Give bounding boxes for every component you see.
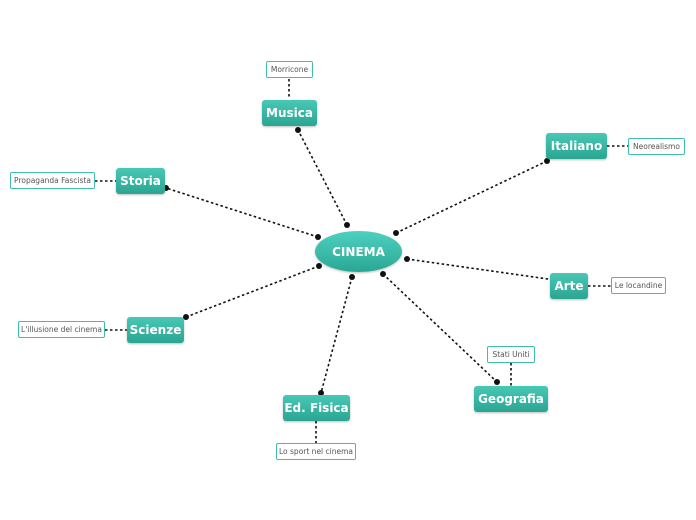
subtopic-le-locandine[interactable]: Le locandine [611,277,666,294]
link-geografia [382,273,498,383]
dot [349,274,355,280]
dot [315,234,321,240]
central-topic-cinema[interactable]: CINEMA [315,231,402,272]
topic-ed-fisica[interactable]: Ed. Fisica [283,395,350,421]
topic-geografia[interactable]: Geografia [474,386,548,412]
dot [344,222,350,228]
link-storia [165,187,319,238]
topic-storia[interactable]: Storia [116,168,165,194]
dot [380,271,386,277]
link-scienze [185,265,320,318]
subtopic-lo-sport-nel-cinema[interactable]: Lo sport nel cinema [276,443,356,460]
dot [494,379,500,385]
dot [393,230,399,236]
subtopic-neorealismo[interactable]: Neorealismo [628,138,685,155]
link-musica [297,129,348,226]
topic-scienze[interactable]: Scienze [127,317,184,343]
link-edfisica [320,276,353,394]
topic-musica[interactable]: Musica [262,100,317,126]
dot [318,390,324,396]
subtopic-propaganda-fascista[interactable]: Propaganda Fascista [10,172,95,189]
topic-arte[interactable]: Arte [550,273,588,299]
link-italiano [395,160,548,234]
link-arte [406,258,556,281]
dot [544,158,550,164]
dot [316,263,322,269]
subtopic-illusione-del-cinema[interactable]: L'illusione del cinema [18,321,105,338]
dot [404,256,410,262]
subtopic-morricone[interactable]: Morricone [266,61,313,78]
subtopic-stati-uniti[interactable]: Stati Uniti [487,346,535,363]
dot [295,127,301,133]
dot [183,314,189,320]
topic-italiano[interactable]: Italiano [546,133,607,159]
